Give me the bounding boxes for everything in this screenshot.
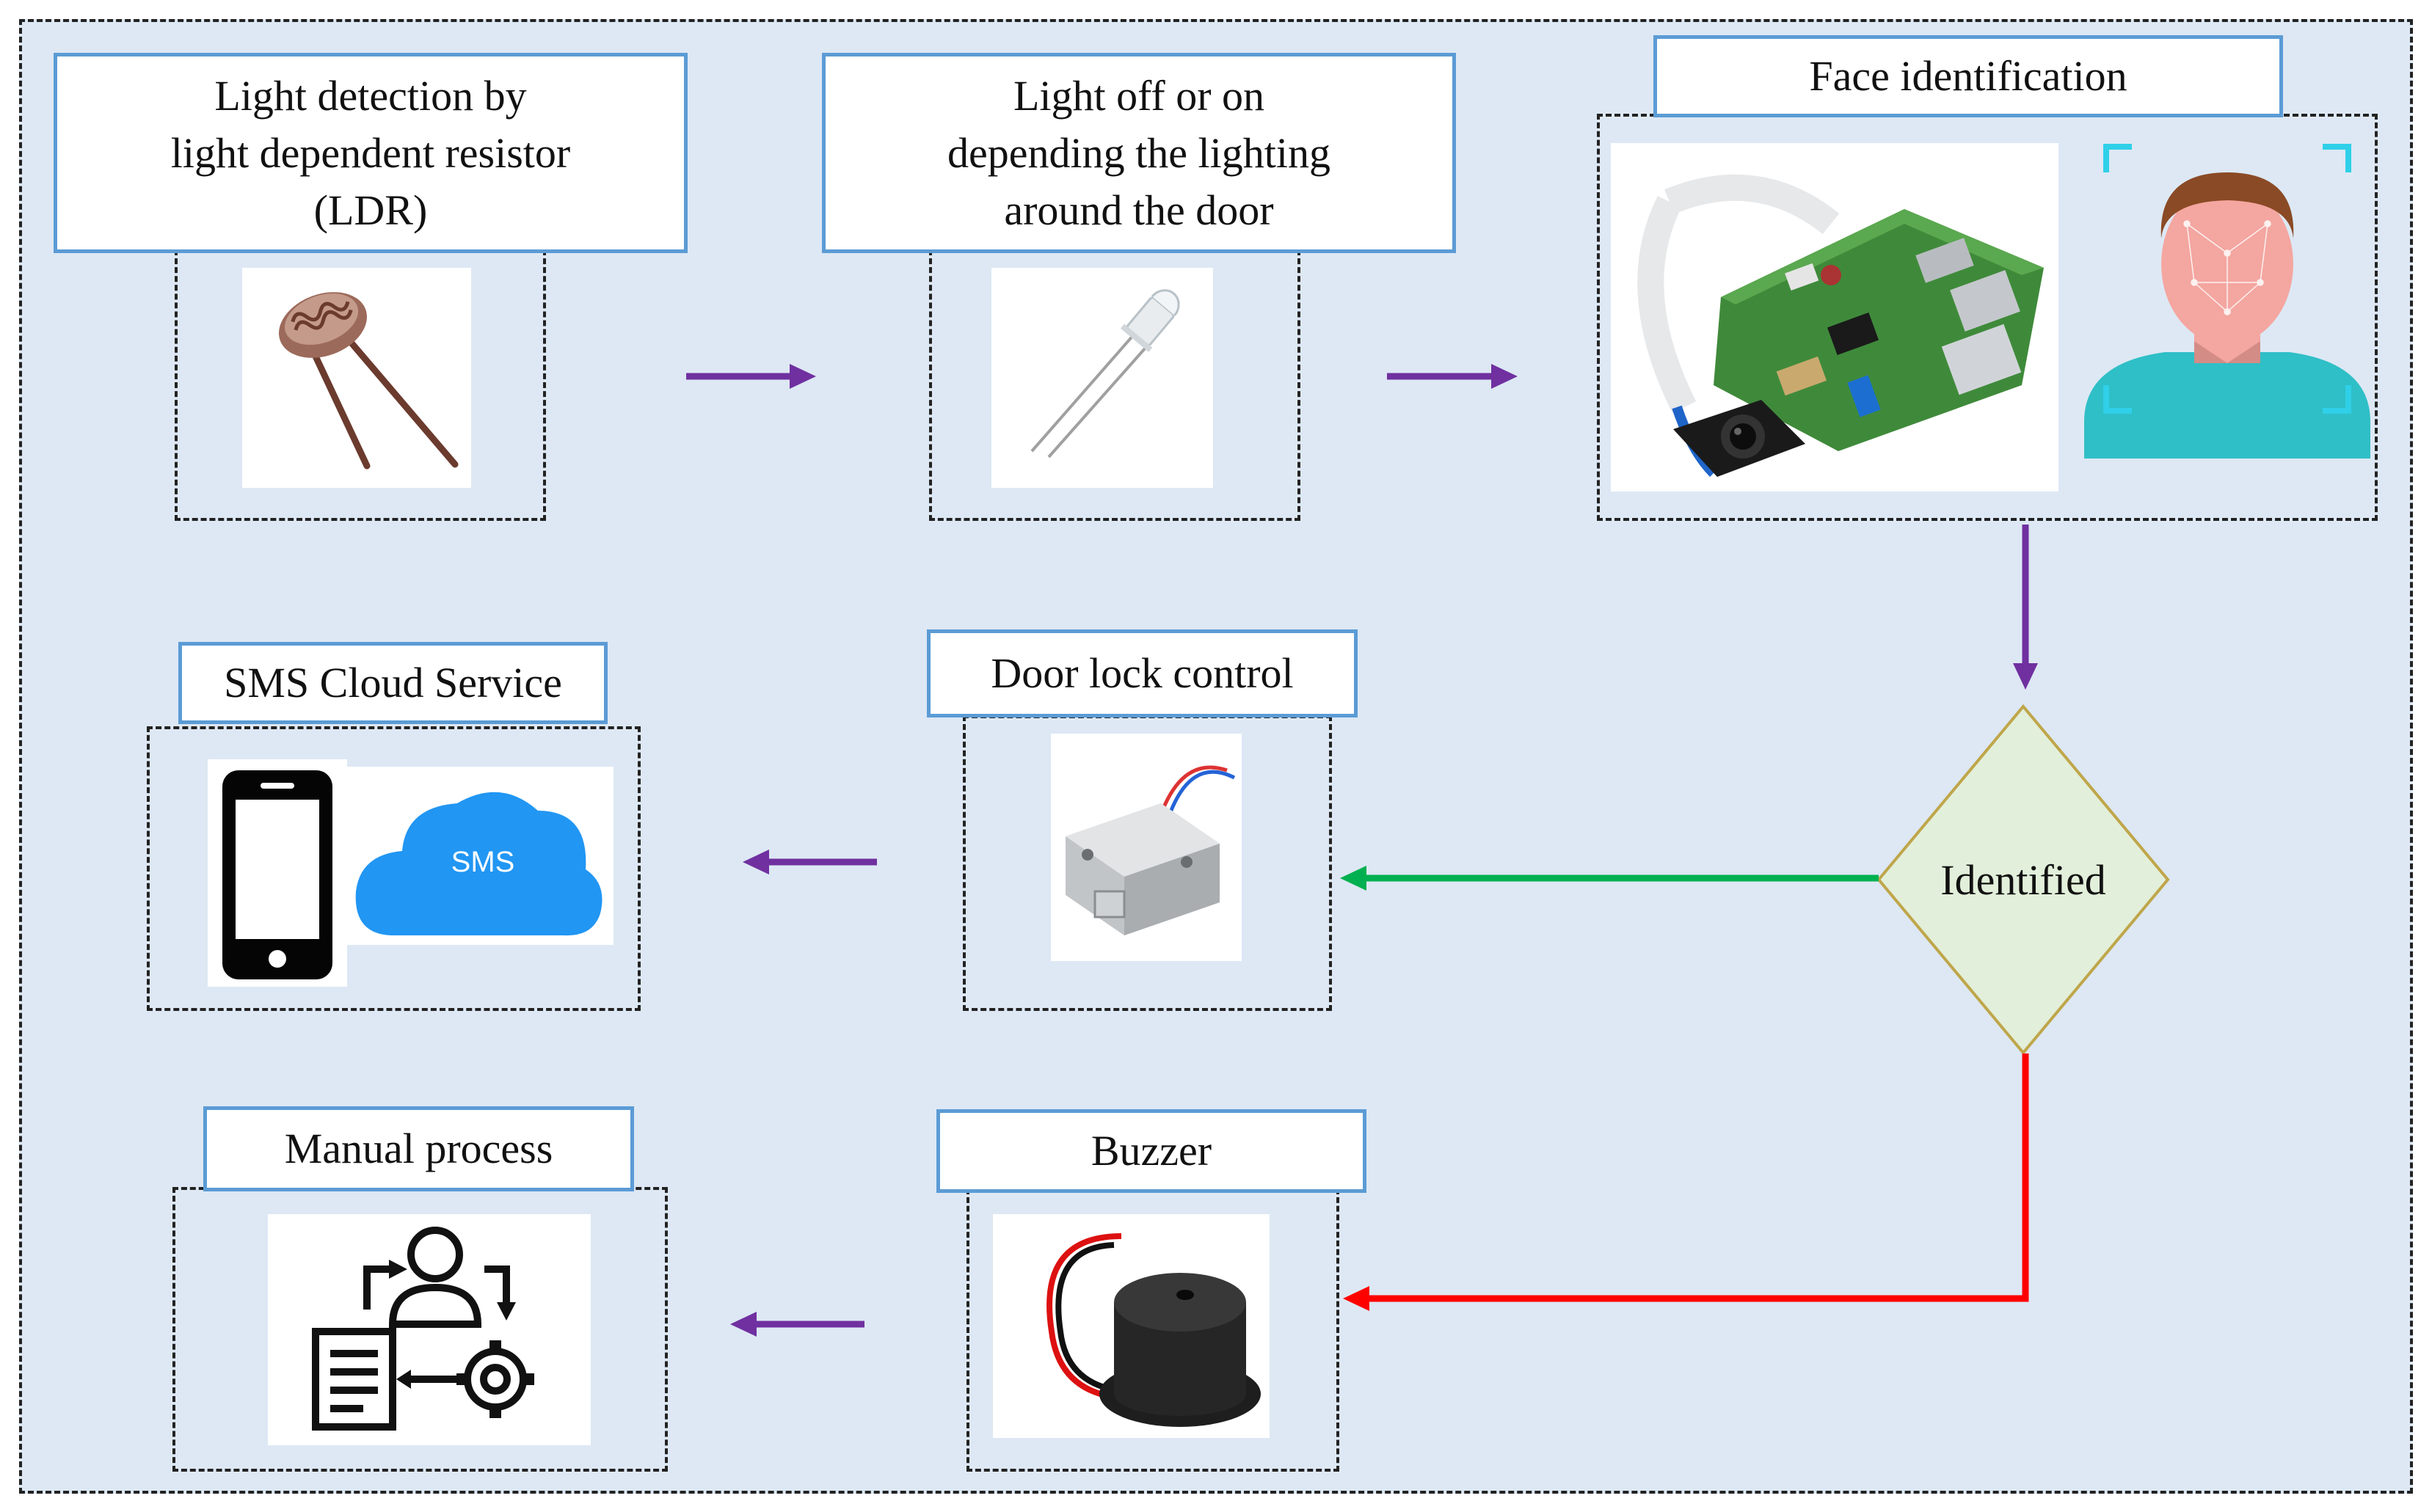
led-bulb-icon xyxy=(1030,289,1180,459)
arrow-buzzer-to-manual xyxy=(730,1312,864,1337)
cloud-image: SMS xyxy=(347,767,614,945)
smartphone-icon xyxy=(222,770,332,979)
decision-label: Identified xyxy=(1940,855,2106,904)
decision-diamond: Identified xyxy=(1876,704,2170,1056)
buzzer-image xyxy=(993,1214,1270,1438)
buzzer-icon xyxy=(1046,1233,1261,1427)
cloud-icon xyxy=(355,792,602,936)
manual-process-icon xyxy=(312,1227,534,1431)
arrow-identified-yes xyxy=(1340,866,1879,891)
face-scan-icon xyxy=(2084,144,2370,459)
arrow-ldr-to-light xyxy=(686,364,816,389)
ldr-image xyxy=(242,268,471,488)
cloud-sms-text: SMS xyxy=(451,846,515,878)
light-label: Light off or on depending the lighting a… xyxy=(822,53,1456,253)
ldr-label: Light detection by light dependent resis… xyxy=(54,53,688,253)
phone-image xyxy=(208,759,347,987)
door-lock-image xyxy=(1051,734,1242,961)
ldr-photoresistor-icon xyxy=(278,292,459,470)
manual-image xyxy=(268,1214,591,1445)
raspberry-pi-board-icon xyxy=(1637,174,2044,477)
door-label: Door lock control xyxy=(927,629,1358,717)
led-image xyxy=(991,268,1213,488)
arrow-face-to-decision xyxy=(2013,525,2038,690)
buzzer-label: Buzzer xyxy=(936,1109,1366,1193)
arrow-door-to-sms xyxy=(743,850,877,874)
arrow-identified-no xyxy=(1343,1053,2029,1311)
sms-image-group xyxy=(147,726,641,1011)
solenoid-lock-icon xyxy=(1066,765,1236,935)
sms-label: SMS Cloud Service xyxy=(178,642,608,724)
raspberry-image xyxy=(1611,143,2058,492)
camera-module-icon xyxy=(1673,400,1805,477)
arrow-light-to-face xyxy=(1387,364,1518,389)
manual-label: Manual process xyxy=(203,1106,634,1191)
face-label: Face identification xyxy=(1653,35,2283,117)
face-scan-image xyxy=(2084,143,2370,459)
